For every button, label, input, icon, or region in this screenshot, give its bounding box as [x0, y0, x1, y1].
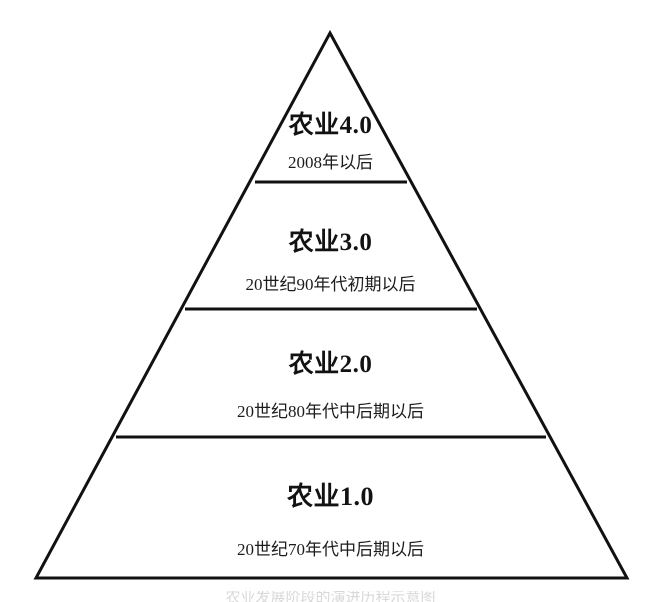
- figure-caption: 农业发展阶段的演进历程示意图: [225, 591, 436, 602]
- pyramid-outline: [33, 29, 630, 580]
